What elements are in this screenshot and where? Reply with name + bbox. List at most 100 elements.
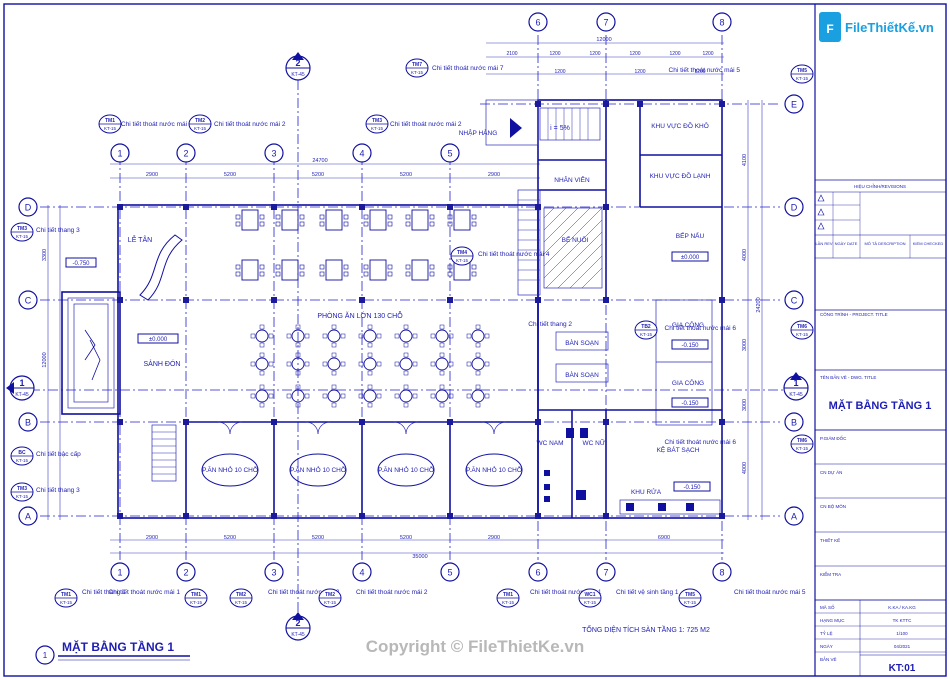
callout-sheet: KT-15	[104, 126, 117, 131]
column	[447, 513, 453, 519]
axis-bubble-bottom-5-label: 5	[447, 568, 452, 578]
structural-columns	[117, 101, 725, 519]
callout-sheet: KT-15	[16, 494, 29, 499]
callout-text: Chi tiết thoát nước mái 6	[665, 437, 737, 446]
dim-top-total: 24700	[312, 158, 327, 164]
axis-bubble-right-B: B	[784, 412, 804, 432]
brand-logo: F FileThiếtKế.vn	[819, 12, 934, 42]
table-round	[322, 352, 346, 376]
axis-bubble-top-4-label: 4	[359, 149, 364, 159]
axis-bubble-right-B-label: B	[791, 418, 797, 428]
callout-text: Chi tiết thoát nước mái 5	[669, 65, 741, 74]
axis-bubble-right-D: D	[784, 197, 804, 217]
section-top-num: 2	[295, 58, 300, 68]
callout-code: TM6	[797, 324, 807, 330]
column	[535, 297, 541, 303]
dim-right-1: 4100	[742, 154, 748, 166]
table-round	[466, 352, 490, 376]
column	[719, 513, 725, 519]
column	[637, 101, 643, 107]
dim-tr-row2-b: 1200	[634, 69, 645, 75]
callout-text: Chi tiết thoát nước mái 4	[478, 249, 550, 258]
column	[603, 297, 609, 303]
role-label: KIỂM TRA	[820, 571, 841, 577]
table-rect	[363, 209, 393, 231]
room-labels: PHÒNG ĂN LỚN 130 CHỖ LỄ TÂN SẢNH ĐÓN NHÂ…	[128, 120, 711, 496]
callout-code: TM5	[685, 592, 695, 598]
table-round	[394, 324, 418, 348]
callout-text: Chi tiết vệ sinh tầng 1	[616, 587, 679, 596]
axis-bubble-bottom-1-label: 1	[117, 568, 122, 578]
axis-bubble-left-B-label: B	[25, 418, 31, 428]
drawing-label: TÊN BẢN VẼ - DWG. TITLE	[820, 373, 876, 380]
callout-text: Chi tiết thoát nước mái 2	[390, 119, 462, 128]
section-right-sheet: KT-45	[789, 392, 803, 398]
column	[719, 419, 725, 425]
table-round	[430, 324, 454, 348]
callout-sheet: KT-15	[640, 332, 653, 337]
room-ban-soan-1: BÀN SOẠN	[565, 338, 599, 347]
dim-right-4: 3000	[742, 399, 748, 411]
table-round	[358, 324, 382, 348]
table-rect	[275, 209, 305, 231]
table-round	[286, 384, 310, 408]
section-mark-top: 2 KT-45	[285, 52, 311, 81]
level-entry: -0.750	[72, 261, 90, 267]
callout-text: Chi tiết thang 1	[82, 587, 126, 596]
sheet-border	[3, 3, 947, 677]
callout-code: TM2	[195, 118, 205, 124]
room-wc-nam: WC NAM	[536, 440, 563, 447]
column	[183, 297, 189, 303]
axis-bubble-bottom-1: 1	[110, 562, 130, 582]
axis-bubble-left-C: C	[18, 290, 38, 310]
callout-sheet: KT-15	[456, 258, 469, 263]
table-round	[286, 324, 310, 348]
section-right-num: 1	[793, 378, 798, 388]
column	[603, 204, 609, 210]
callout-code: TM3	[17, 226, 27, 232]
column	[535, 101, 541, 107]
table-rect	[319, 259, 349, 281]
section-left-sheet: KT-45	[15, 392, 29, 398]
building-walls	[61, 99, 723, 519]
table-round	[358, 352, 382, 376]
room-gia-cong-1: GIA CÔNG	[672, 320, 704, 329]
axis-bubble-top-2-label: 2	[183, 149, 188, 159]
axis-bubble-right-D-label: D	[791, 203, 798, 213]
callout-sheet: KT-15	[584, 600, 597, 605]
axis-bubble-bottom-2: 2	[176, 562, 196, 582]
table-rect	[319, 209, 349, 231]
watermark: Copyright © FileThietKe.vn	[366, 637, 584, 656]
section-bottom-num: 2	[295, 618, 300, 628]
section-left-num: 1	[19, 378, 24, 388]
rev-col-4: KIỂM CHECKED	[913, 241, 944, 246]
axis-bubble-top-3-label: 3	[271, 149, 276, 159]
dimension-labels: 2900 5200 5200 5200 2900 24700 2100 1200…	[42, 37, 762, 560]
column	[447, 419, 453, 425]
axis-bubble-top-7: 7	[596, 12, 616, 32]
callout-sheet: KT-15	[194, 126, 207, 131]
callout-sheet: KT-15	[235, 600, 248, 605]
callout-code: TM1	[503, 592, 513, 598]
axis-bubble-right-C: C	[784, 290, 804, 310]
logo-text: FileThiếtKế.vn	[845, 20, 934, 35]
callout-code: TM2	[325, 592, 335, 598]
level-gia-cong-1: -0.150	[681, 343, 699, 349]
column	[535, 513, 541, 519]
axis-bubble-right-E-label: E	[791, 100, 797, 110]
rev-col-1: LẦN REV	[815, 241, 832, 246]
level-gia-cong-2: -0.150	[681, 401, 699, 407]
meta-value: 04/2021	[894, 644, 911, 649]
dim-top-2: 5200	[224, 172, 236, 178]
table-round	[430, 384, 454, 408]
dim-bot-6: 6900	[658, 535, 670, 541]
